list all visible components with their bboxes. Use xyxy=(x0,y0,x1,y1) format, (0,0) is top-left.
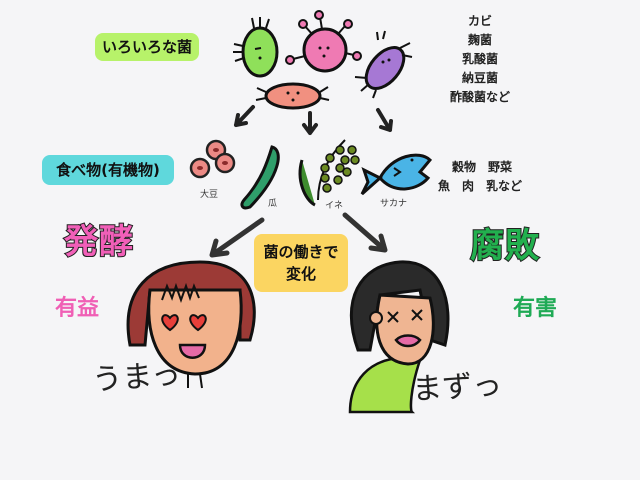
decay-heading: 腐敗 xyxy=(469,225,540,267)
happy-person-icon xyxy=(126,260,256,389)
soybean-icon xyxy=(189,139,236,179)
microbe-item: カビ xyxy=(467,14,492,28)
cucumber-label: 瓜 xyxy=(268,199,278,209)
rice-label: イネ xyxy=(325,201,344,211)
fish-icon xyxy=(360,153,433,196)
pink-microbe-icon xyxy=(285,10,362,73)
process-label: 菌の働きで 変化 xyxy=(254,234,348,292)
microbe-item: 乳酸菌 xyxy=(461,52,498,66)
process-line-2: 変化 xyxy=(285,265,316,283)
yucky-exclamation: まずっ xyxy=(411,367,504,408)
food-list-item: 穀物 野菜 xyxy=(452,160,513,174)
food-list-item: 魚 肉 乳など xyxy=(438,179,523,193)
rice-plant-icon xyxy=(298,139,360,207)
arrow-icon xyxy=(209,212,388,258)
beneficial-label: 有益 xyxy=(55,296,100,321)
microbe-item: 納豆菌 xyxy=(461,71,498,85)
food-list: 穀物 野菜 魚 肉 乳など xyxy=(438,158,538,196)
microbe-list: カビ 麹菌 乳酸菌 納豆菌 酢酸菌など xyxy=(438,12,522,107)
purple-microbe-icon xyxy=(354,30,413,99)
microbes-title-label: いろいろな菌 xyxy=(95,33,199,61)
microbe-item: 酢酸菌など xyxy=(449,90,510,104)
process-line-1: 菌の働きで xyxy=(263,243,339,261)
microbe-item: 麹菌 xyxy=(467,33,492,47)
tasty-exclamation: うまっ xyxy=(91,356,183,399)
soybean-label: 大豆 xyxy=(200,190,219,200)
green-microbe-icon xyxy=(233,17,279,78)
harmful-label: 有害 xyxy=(513,296,558,321)
fermentation-heading: 発酵 xyxy=(63,221,134,263)
food-title-label: 食べ物(有機物) xyxy=(42,155,174,185)
orange-microbe-icon xyxy=(255,82,330,110)
disgusted-person-icon xyxy=(348,260,450,414)
cucumber-icon xyxy=(240,145,280,210)
arrow-icon xyxy=(234,105,393,135)
fish-label: サカナ xyxy=(380,199,408,209)
